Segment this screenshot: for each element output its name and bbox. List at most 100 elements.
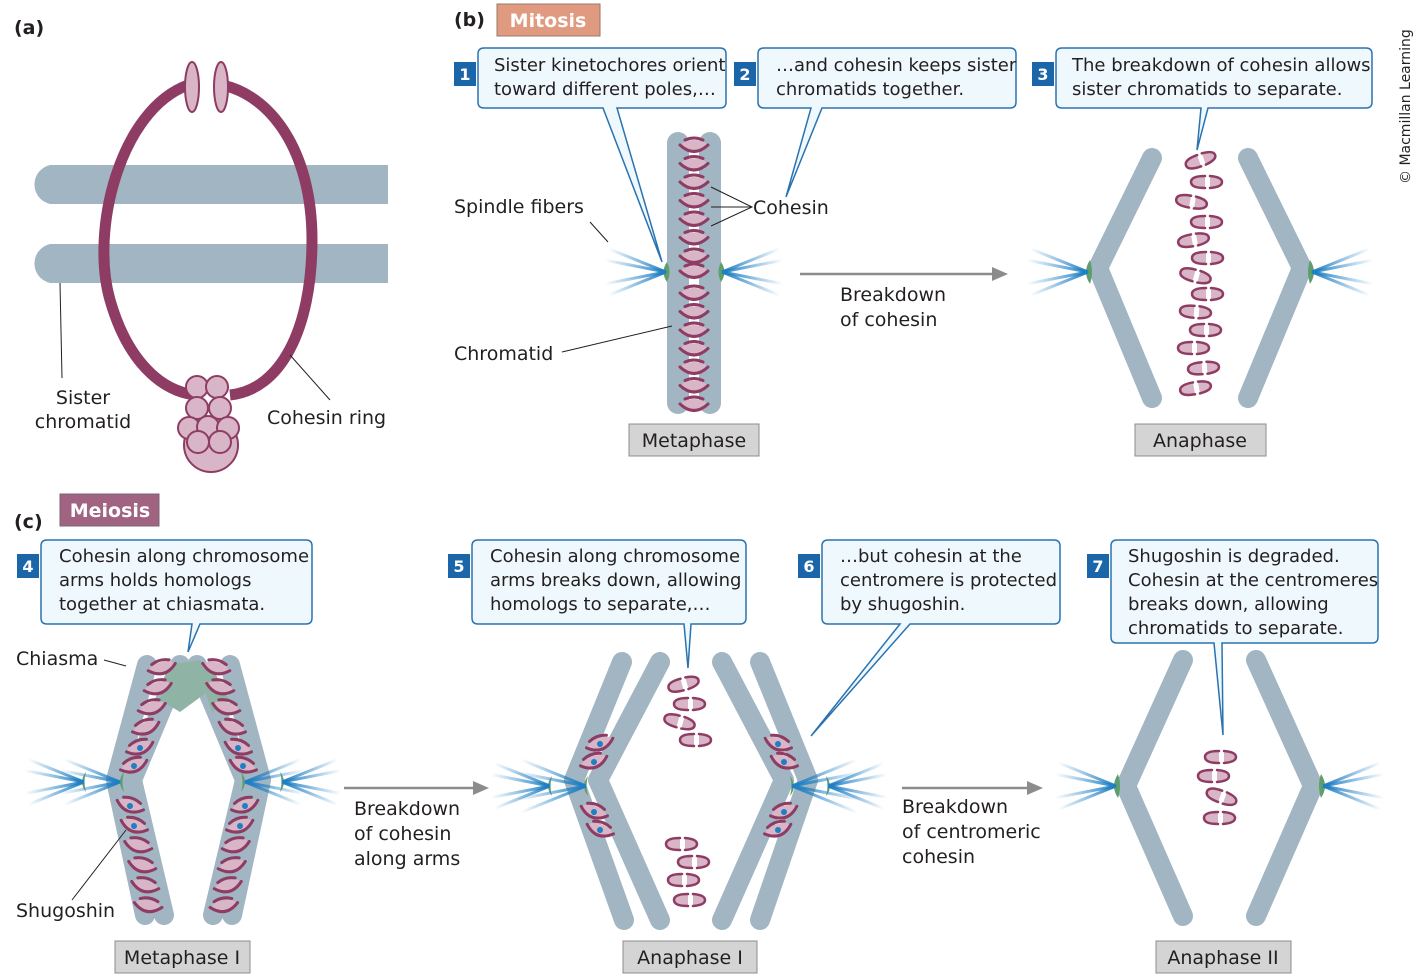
cohesin-arc-back — [126, 815, 147, 825]
callout-step-5: 5 Cohesin along chromosome arms breaks d… — [448, 539, 747, 669]
spindle-fiber — [281, 780, 339, 806]
spindle-fiber — [721, 270, 781, 297]
spindle-fiber — [281, 769, 342, 784]
half-shell-left — [1190, 286, 1208, 302]
cohesin-arc-back — [212, 896, 234, 904]
cohesin-ring-icon — [217, 717, 247, 736]
cohesin-ring-icon — [131, 717, 161, 736]
spindle-fiber — [791, 771, 862, 788]
half-shell-left — [666, 872, 684, 888]
cohesin-arc-back — [587, 733, 608, 743]
spindle-fiber — [1029, 270, 1089, 297]
half-shell-left — [1186, 360, 1204, 376]
broken-cohesin-icon — [672, 696, 707, 712]
broken-cohesin-icon — [667, 675, 700, 693]
cohesin-ring-icon — [119, 815, 149, 834]
cohesin-ring-icon — [579, 751, 609, 770]
callout-step-4: 4 Cohesin along chromosome arms holds ho… — [17, 539, 313, 653]
cohesin-ring-icon — [579, 801, 609, 820]
spindle-fiber — [1057, 761, 1117, 788]
spindle-fiber — [27, 780, 85, 806]
metaphase-chromosome — [604, 132, 784, 414]
half-shell-right — [1205, 360, 1221, 375]
shugoshin-dot — [597, 741, 603, 747]
half-fill-right — [1201, 152, 1216, 165]
spindle-fiber — [1054, 784, 1117, 800]
half-shell-left — [667, 677, 685, 693]
cohesin-arc-back — [683, 136, 705, 142]
cohesin-arc-front — [201, 661, 232, 676]
cohesin-arc-back — [136, 876, 157, 885]
cohesin-ring-icon — [212, 876, 243, 894]
cohesin-ring-icon — [678, 210, 710, 227]
sister-chromatid-top — [34, 165, 389, 204]
broken-cohesin-icon — [1190, 250, 1225, 266]
step-7-line-2: Cohesin at the centromeres — [1128, 570, 1378, 591]
cohesin-arc-back — [138, 896, 160, 904]
spindle-fibers-left — [604, 247, 667, 297]
cohesin-ring-icon — [225, 815, 255, 834]
half-shell-left — [1176, 233, 1195, 249]
cohesin-arc-back — [227, 815, 248, 825]
cohesin-arc-back — [230, 737, 251, 747]
arrow-breakdown-arms — [344, 781, 489, 795]
cohesin-arc-back — [683, 321, 705, 327]
label-cohesin-ring: Cohesin ring — [267, 407, 386, 429]
broken-cohesin-icon — [1203, 749, 1238, 765]
step-4-line-2: arms holds homologs — [59, 570, 251, 591]
cohesin-ring-icon — [223, 737, 253, 756]
half-shell-left — [1178, 381, 1197, 397]
leader-chromatid — [561, 325, 673, 353]
half-fill-right — [685, 676, 699, 690]
half-fill-right — [681, 716, 695, 730]
half-shell-right — [1195, 340, 1211, 356]
spindle-fiber — [490, 784, 551, 799]
spindle-fiber — [1322, 761, 1382, 788]
cohesin-arc-front — [678, 269, 710, 279]
cohesin-arc-front — [136, 701, 167, 716]
half-shell-right — [685, 872, 701, 888]
cohesin-arc-back — [683, 303, 705, 308]
cohesin-arc-back — [224, 836, 245, 845]
half-shell-left — [1178, 304, 1196, 320]
broken-cohesin-icon — [1202, 810, 1237, 826]
spindle-fiber — [27, 758, 85, 784]
half-shell-left — [1190, 250, 1208, 266]
cohesin-arc-back — [127, 737, 148, 747]
cohesin-arc-back — [133, 717, 154, 727]
spindle-fiber — [24, 780, 85, 795]
cohesin-ring-icon — [119, 755, 149, 774]
cohesin-arc-front — [678, 347, 710, 357]
half-shell-right — [1209, 250, 1225, 266]
cohesin-arc-back — [232, 795, 253, 805]
cohesin-arc-back — [683, 340, 705, 345]
cohesin-arc-front — [146, 661, 177, 676]
step-6-line-3: by shugoshin. — [840, 594, 965, 615]
broken-cohesin-icon — [1196, 768, 1231, 784]
stage-metaphase-i-label: Metaphase I — [124, 947, 240, 969]
copyright: © Macmillan Learning — [1398, 29, 1414, 184]
spindle-fiber — [63, 758, 121, 784]
cohesin-arc-back — [771, 801, 792, 811]
half-fill-left — [1185, 155, 1202, 169]
spindle-fiber — [493, 784, 551, 810]
metaphase-i-bivalent — [24, 655, 342, 925]
cohesin-ring-icon — [769, 751, 799, 770]
step-5-line-2: arms breaks down, allowing — [490, 570, 741, 591]
cohesin-arc-front — [216, 859, 247, 874]
half-fill-left — [678, 856, 692, 868]
cohesin-arc-front — [678, 291, 710, 301]
shugoshin-dot — [137, 745, 143, 751]
label-sister-1: Sister — [56, 387, 110, 409]
half-shell-right — [1196, 380, 1213, 395]
kinetochore-icon — [241, 772, 245, 792]
half-fill-left — [1192, 252, 1206, 264]
cohesin-arc-back — [217, 698, 238, 707]
spindle-fiber — [1311, 270, 1374, 286]
cohesin-arc-front — [115, 798, 145, 814]
spindle-fiber — [607, 270, 667, 297]
cohesin-ring-icon — [130, 876, 161, 894]
metaphase-i-cohesins — [115, 658, 260, 914]
half-fill-left — [1192, 288, 1206, 300]
